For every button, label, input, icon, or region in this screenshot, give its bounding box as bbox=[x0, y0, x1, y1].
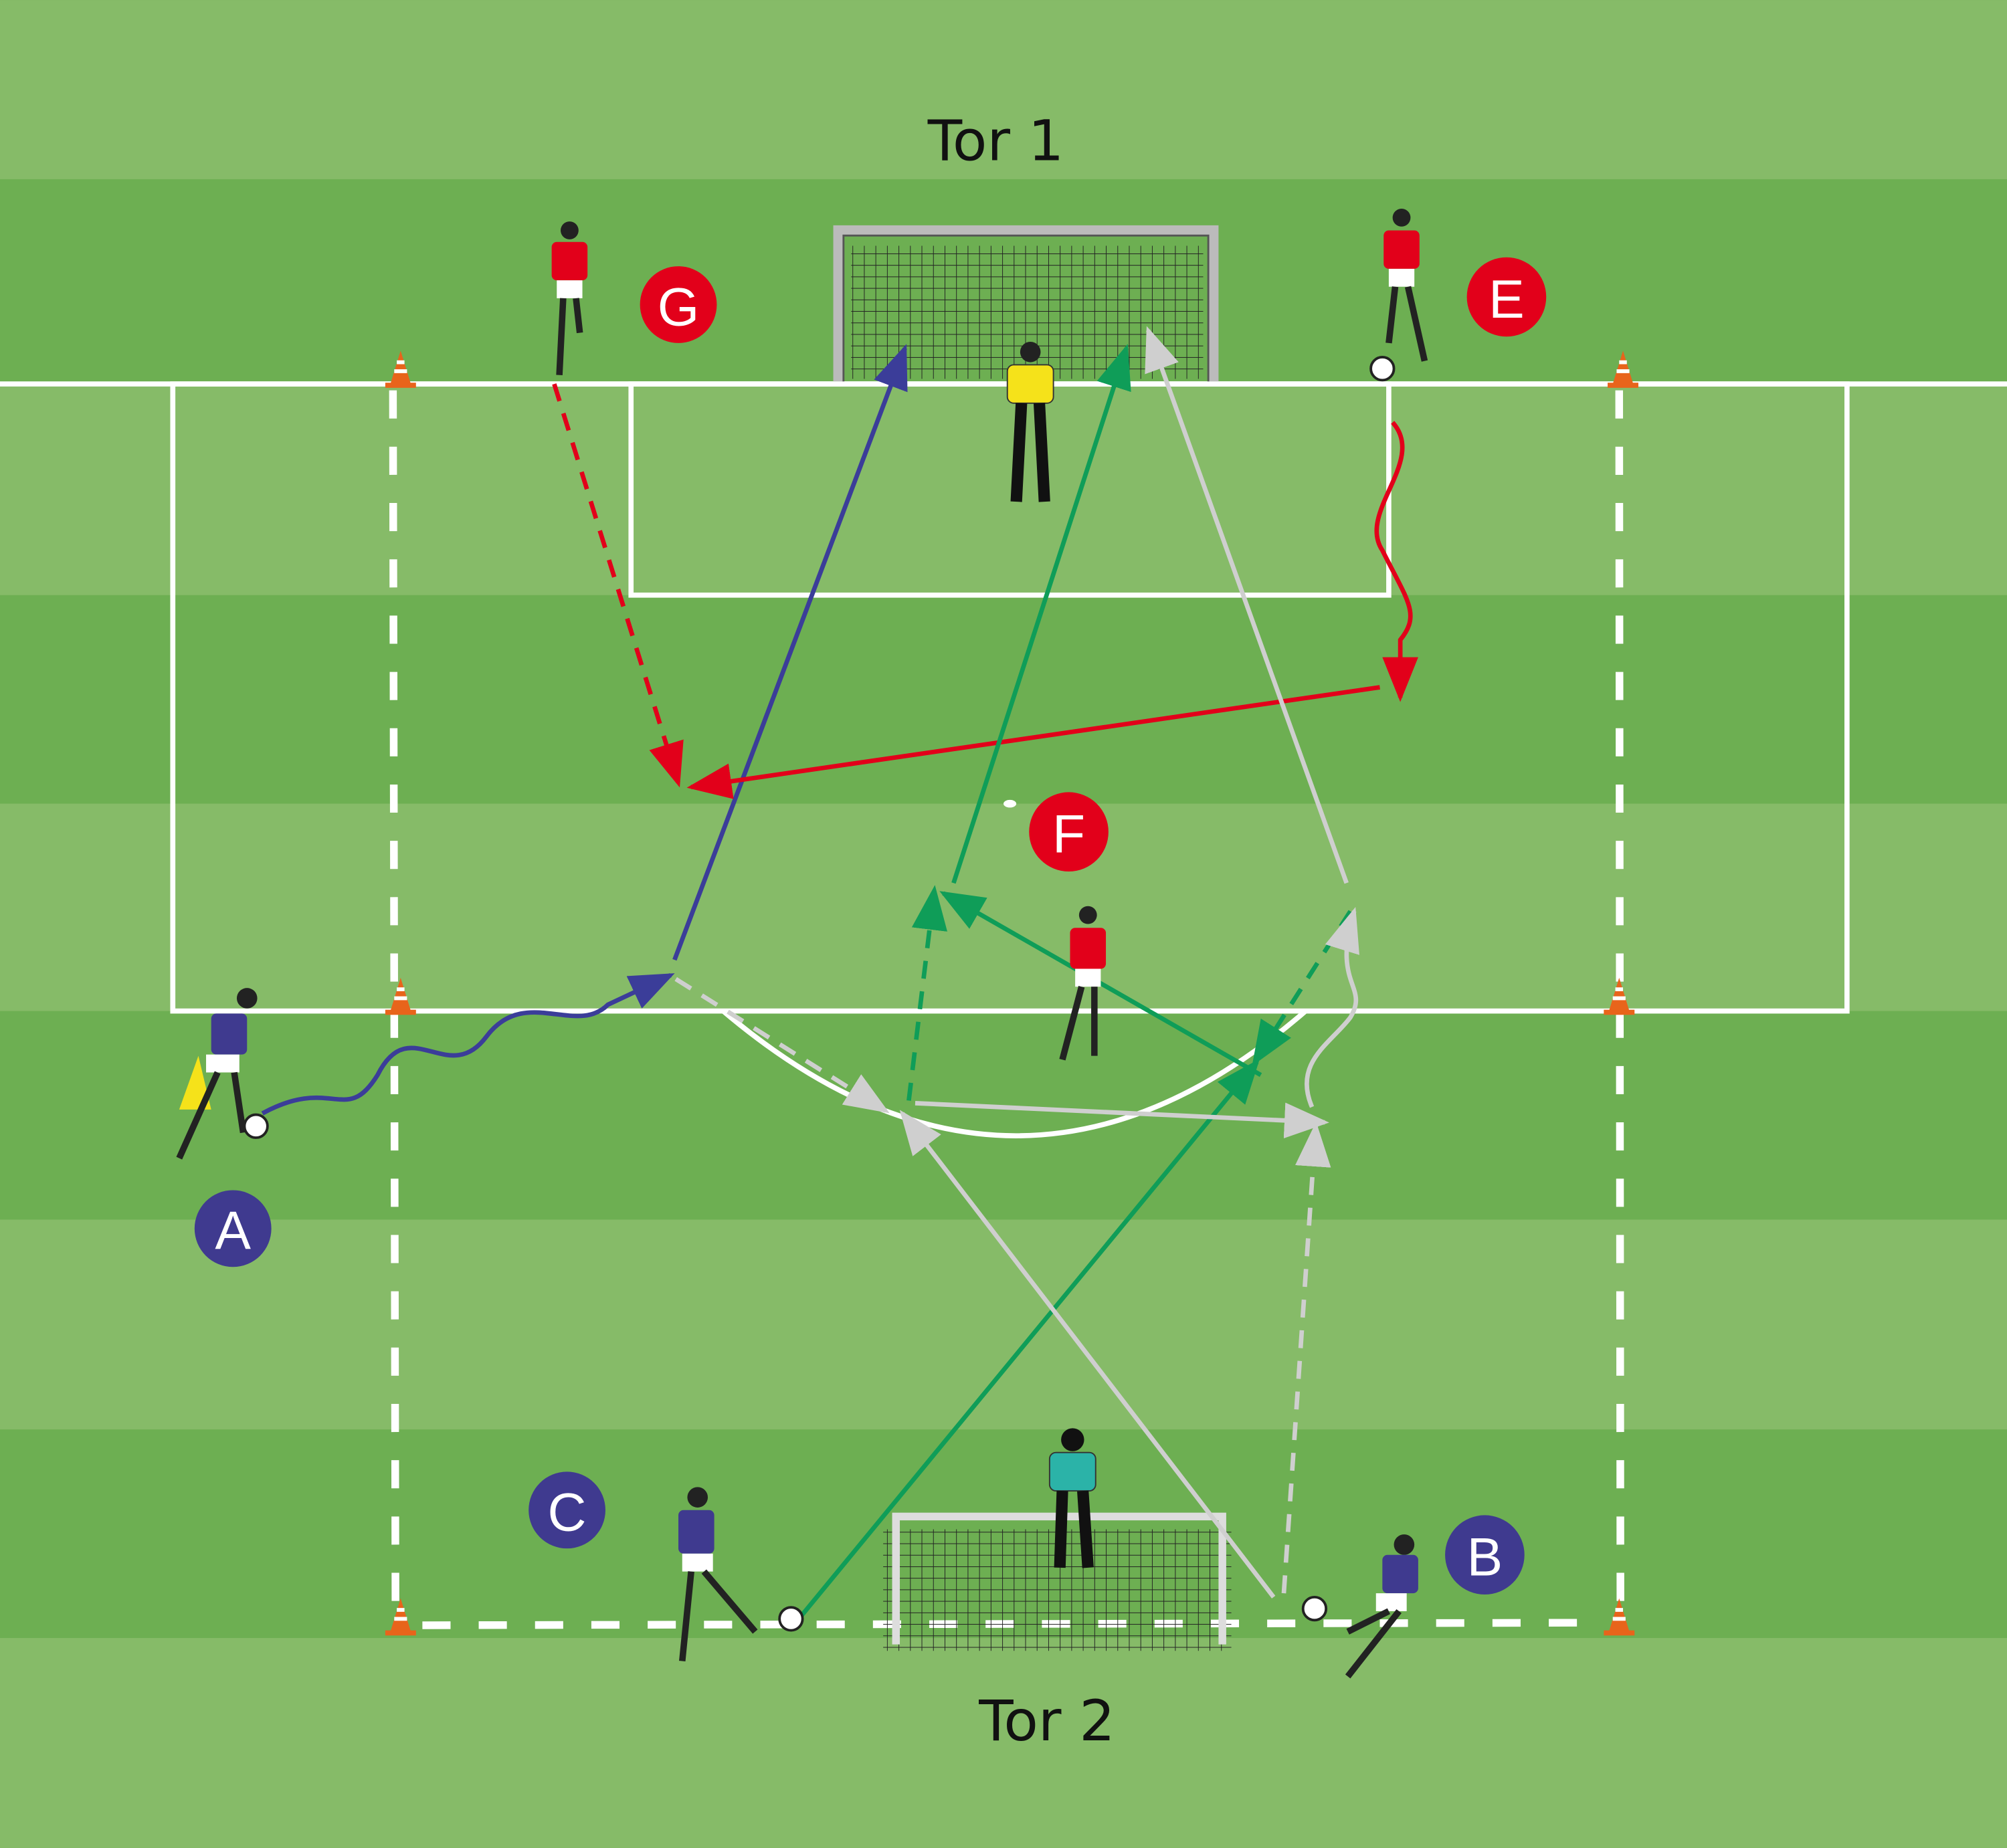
goal-label-top: Tor 1 bbox=[927, 108, 1064, 173]
player-badge-b: B bbox=[1445, 1515, 1525, 1595]
blue-shot-arrow bbox=[672, 344, 908, 961]
green-run-dashed-1 bbox=[906, 885, 948, 1101]
green-pass-arrow bbox=[791, 1058, 1260, 1627]
pass-and-run-paths bbox=[261, 326, 1418, 1627]
player-g-figure bbox=[551, 221, 588, 375]
grey-run-dashed-1 bbox=[674, 977, 890, 1114]
ball-marker bbox=[1004, 799, 1017, 808]
cone-icon bbox=[385, 977, 416, 1015]
grey-run-dashed-2 bbox=[1281, 1122, 1331, 1594]
goalkeeper-top-figure bbox=[1006, 341, 1054, 502]
grey-dribble-path bbox=[1305, 906, 1359, 1108]
red-run-dashed bbox=[552, 383, 684, 788]
svg-text:B: B bbox=[1467, 1528, 1503, 1588]
player-badge-g: G bbox=[640, 266, 717, 343]
red-pass-arrow bbox=[686, 685, 1380, 799]
green-shot-arrow bbox=[951, 344, 1131, 884]
svg-text:C: C bbox=[548, 1483, 587, 1543]
ball-icon bbox=[243, 1113, 269, 1139]
svg-text:A: A bbox=[215, 1201, 251, 1261]
player-badge-a: A bbox=[194, 1190, 272, 1267]
player-e-figure bbox=[1369, 208, 1428, 382]
cone-icon bbox=[1604, 1598, 1635, 1636]
grey-pass-cross bbox=[915, 1101, 1329, 1138]
cone-icon bbox=[385, 1598, 416, 1636]
svg-text:F: F bbox=[1052, 805, 1085, 865]
grey-shot-arrow bbox=[1145, 326, 1349, 884]
goalkeeper-bottom-figure bbox=[1048, 1428, 1096, 1568]
cone-icon bbox=[1608, 350, 1638, 388]
green-pass-back bbox=[939, 891, 1262, 1077]
player-a-figure bbox=[176, 988, 269, 1160]
ball-icon bbox=[1369, 356, 1396, 382]
ball-icon bbox=[778, 1606, 804, 1632]
cone-icon bbox=[1604, 977, 1635, 1015]
grey-pass-diag bbox=[899, 1110, 1276, 1599]
player-badge-c: C bbox=[529, 1471, 605, 1549]
ball-icon bbox=[1301, 1595, 1328, 1622]
cone-icon bbox=[385, 350, 416, 388]
player-badge-e: E bbox=[1466, 257, 1547, 337]
goal-label-bottom: Tor 2 bbox=[978, 1688, 1115, 1754]
red-dribble-path bbox=[1374, 421, 1418, 702]
flat-cone-icon bbox=[179, 1055, 211, 1110]
player-c-figure bbox=[678, 1487, 804, 1662]
svg-text:E: E bbox=[1489, 270, 1525, 330]
player-badge-f: F bbox=[1029, 792, 1109, 872]
players bbox=[176, 208, 1428, 1679]
player-f-figure bbox=[1059, 906, 1107, 1061]
blue-dribble-path bbox=[261, 972, 675, 1116]
svg-text:G: G bbox=[658, 277, 700, 337]
cones bbox=[179, 350, 1638, 1636]
player-b-figure bbox=[1301, 1534, 1418, 1679]
